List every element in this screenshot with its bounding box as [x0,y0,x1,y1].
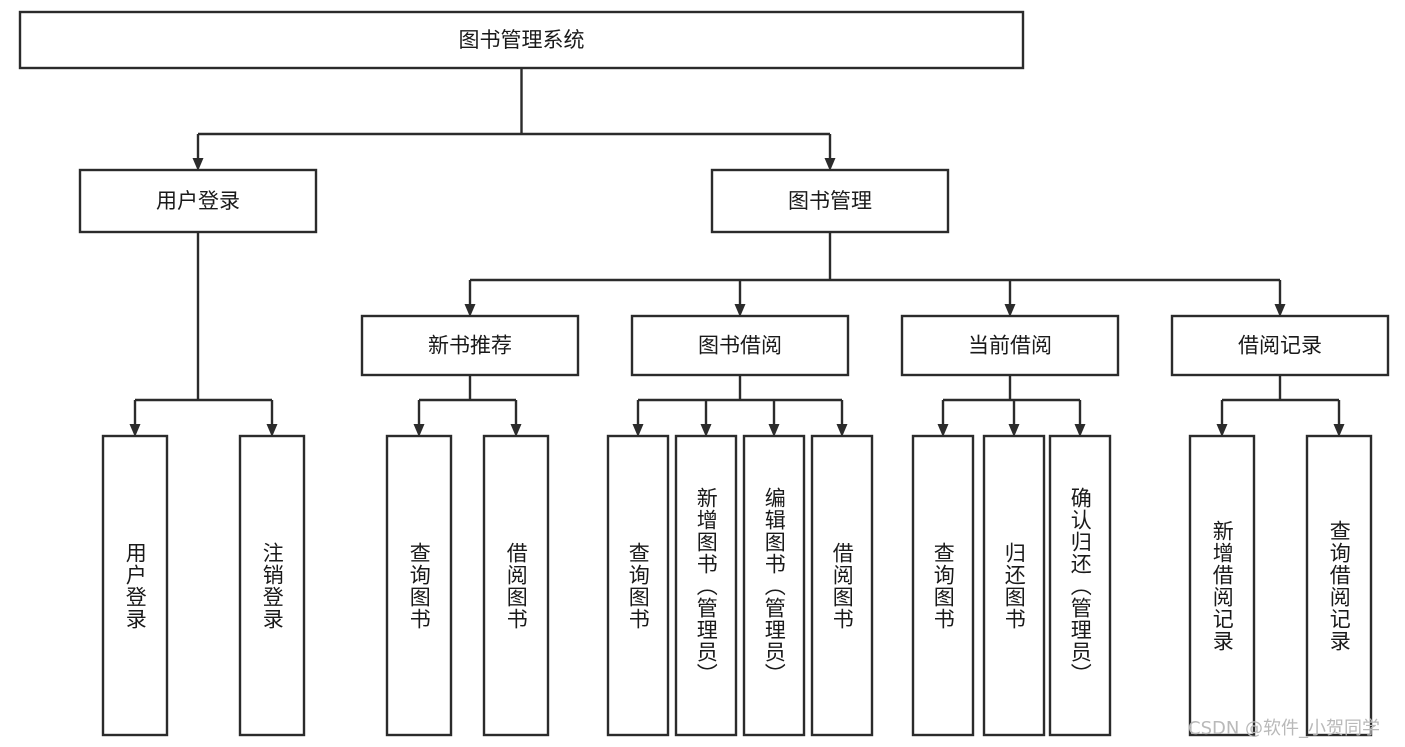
arrow-head-icon [1333,424,1345,437]
edge-group-root [192,68,836,171]
node-leaf-query-book-3[interactable] [911,434,975,737]
edge-group-user-login [129,232,278,437]
node-box-current-borrow [900,314,1120,377]
node-leaf-logout[interactable] [238,434,306,737]
node-box-leaf-confirm-return [1048,434,1112,737]
node-leaf-query-book-1[interactable] [385,434,453,737]
node-leaf-query-record[interactable] [1305,434,1373,737]
node-label-current-borrow: 当前借阅 [968,334,1052,358]
node-leaf-edit-book[interactable] [742,434,806,737]
edge-group-book-manage [464,232,1286,317]
node-box-borrow-record [1170,314,1390,377]
node-label-book-manage: 图书管理 [788,189,872,213]
node-box-leaf-query-book-1 [385,434,453,737]
node-root[interactable]: 图书管理系统 [18,10,1025,70]
connectors-layer [129,68,1345,437]
node-book-borrow[interactable]: 图书借阅 [630,314,850,377]
node-box-user-login [78,168,318,234]
node-box-leaf-borrow-book-1 [482,434,550,737]
arrow-head-icon [1008,424,1020,437]
node-borrow-record[interactable]: 借阅记录 [1170,314,1390,377]
node-leaf-confirm-return[interactable] [1048,434,1112,737]
node-new-book-rec[interactable]: 新书推荐 [360,314,580,377]
node-leaf-add-book[interactable] [674,434,738,737]
edge-group-book-borrow [632,375,848,437]
node-leaf-query-book-2[interactable] [606,434,670,737]
node-box-leaf-query-book-3 [911,434,975,737]
node-leaf-user-login[interactable] [101,434,169,737]
edge-group-current-borrow [937,375,1086,437]
node-box-leaf-add-record [1188,434,1256,737]
watermark-text: CSDN @软件_小贺同学 [1188,718,1381,739]
arrow-head-icon [129,424,141,437]
node-box-leaf-add-book [674,434,738,737]
node-leaf-add-record[interactable] [1188,434,1256,737]
node-label-user-login: 用户登录 [156,189,240,213]
node-label-borrow-record: 借阅记录 [1238,334,1322,358]
arrow-head-icon [510,424,522,437]
node-box-leaf-return-book [982,434,1046,737]
arrow-head-icon [734,304,746,317]
node-box-leaf-query-record [1305,434,1373,737]
node-label-root: 图书管理系统 [459,28,585,52]
arrow-head-icon [836,424,848,437]
arrow-head-icon [1274,304,1286,317]
node-leaf-borrow-book-2[interactable] [810,434,874,737]
node-box-leaf-user-login [101,434,169,737]
node-box-leaf-edit-book [742,434,806,737]
node-box-leaf-borrow-book-2 [810,434,874,737]
arrow-head-icon [464,304,476,317]
node-label-book-borrow: 图书借阅 [698,334,782,358]
arrow-head-icon [1074,424,1086,437]
node-box-leaf-logout [238,434,306,737]
node-box-leaf-query-book-2 [606,434,670,737]
arrow-head-icon [192,158,204,171]
node-leaf-borrow-book-1[interactable] [482,434,550,737]
arrow-head-icon [266,424,278,437]
arrow-head-icon [768,424,780,437]
arrow-head-icon [700,424,712,437]
edge-group-new-book-rec [413,375,522,437]
arrow-head-icon [937,424,949,437]
edge-group-borrow-record [1216,375,1345,437]
arrow-head-icon [413,424,425,437]
arrow-head-icon [632,424,644,437]
node-user-login[interactable]: 用户登录 [78,168,318,234]
node-label-new-book-rec: 新书推荐 [428,334,512,358]
node-leaf-return-book[interactable] [982,434,1046,737]
arrow-head-icon [1216,424,1228,437]
node-box-book-borrow [630,314,850,377]
arrow-head-icon [824,158,836,171]
node-current-borrow[interactable]: 当前借阅 [900,314,1120,377]
node-box-book-manage [710,168,950,234]
node-book-manage[interactable]: 图书管理 [710,168,950,234]
node-box-root [18,10,1025,70]
node-box-new-book-rec [360,314,580,377]
arrow-head-icon [1004,304,1016,317]
